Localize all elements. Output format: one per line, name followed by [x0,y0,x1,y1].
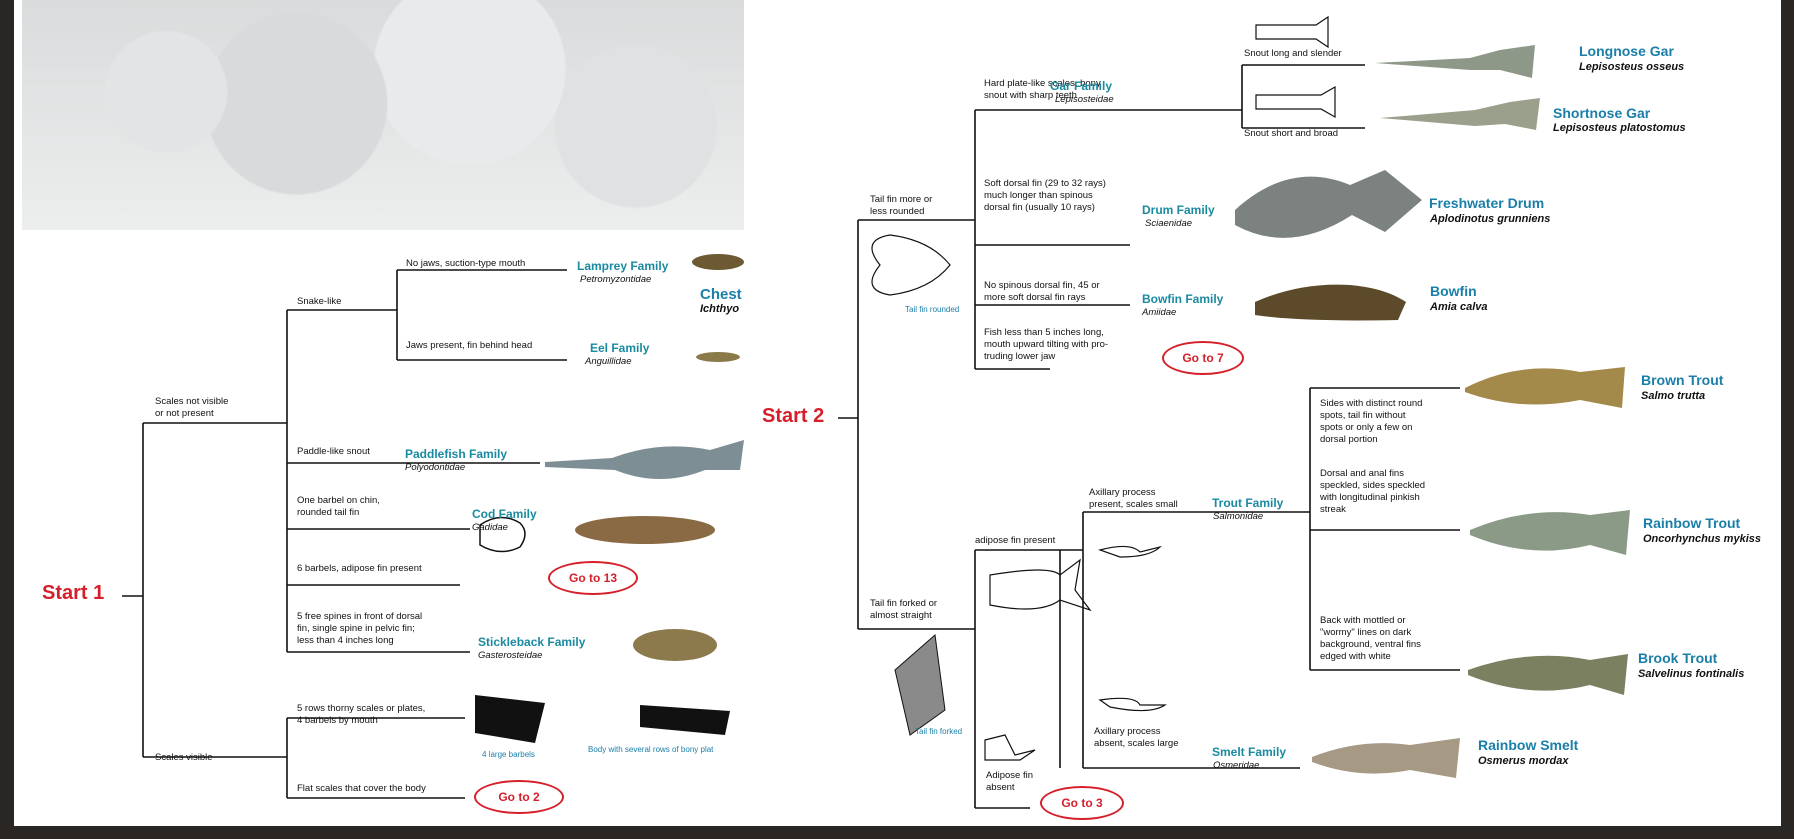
axillary-absent-sketch-icon [1100,698,1165,710]
start2-label: Start 2 [762,405,824,428]
brown-trout-fish-icon [1465,367,1625,408]
eel-fish-icon [696,352,740,362]
sturgeon-head-sketch-icon [475,695,545,743]
fish-illustrations [475,17,1630,778]
large-barbels-note: 4 large barbels [482,750,535,759]
jaws-present-label: Jaws present, fin behind head [406,340,532,352]
adipose-absent-label: Adipose fin absent [986,770,1033,794]
rainbow-smelt-fish-icon [1312,738,1460,778]
longnose-gar-label: Longnose Gar [1579,44,1674,59]
longnose-gar-sci: Lepisosteus osseus [1579,61,1684,73]
paddlefish-family-sci: Polyodontidae [405,462,465,473]
rainbow-trout-sci: Oncorhynchus mykiss [1643,533,1761,545]
smelt-family-sci: Osmeridae [1213,760,1259,771]
freshwater-drum-fish-icon [1235,170,1422,238]
chest-clipped-label: Chest [700,287,742,302]
brook-trout-fish-icon [1468,654,1628,695]
trout-family-label: Trout Family [1212,497,1283,510]
no-jaws-label: No jaws, suction-type mouth [406,258,525,270]
snout-short-label: Snout short and broad [1244,128,1338,140]
no-adipose-sketch-icon [985,735,1035,760]
rainbow-trout-label: Rainbow Trout [1643,516,1740,531]
tail-rounded-label: Tail fin more or less rounded [870,194,932,218]
scales-visible-label: Scales visible [155,752,213,764]
sturgeon-plates-sketch-icon [640,705,730,735]
shortnose-gar-sci: Lepisosteus platostomus [1553,122,1686,134]
lamprey-family-label: Lamprey Family [577,260,668,273]
rainbow-smelt-label: Rainbow Smelt [1478,738,1578,753]
bowfin-sci: Amia calva [1430,301,1487,313]
stickleback-fish-icon [633,629,717,661]
dorsal-anal-label: Dorsal and anal fins speckled, sides spe… [1320,468,1425,516]
trout-family-sci: Salmonidae [1213,511,1263,522]
shortnose-snout-sketch-icon [1256,87,1335,117]
snout-long-label: Snout long and slender [1244,48,1342,60]
five-rows-label: 5 rows thorny scales or plates, 4 barbel… [297,703,425,727]
back-mottled-label: Back with mottled or "wormy" lines on da… [1320,615,1421,663]
shortnose-gar-label: Shortnose Gar [1553,106,1650,121]
goto-3-button[interactable]: Go to 3 [1040,786,1124,820]
paddlefish-family-label: Paddlefish Family [405,448,507,461]
paddlefish-fish-icon [545,440,744,479]
rainbow-trout-fish-icon [1470,510,1630,555]
tail-forked-label: Tail fin forked or almost straight [870,598,937,622]
adipose-fish-sketch-icon [990,560,1090,610]
brook-trout-label: Brook Trout [1638,651,1717,666]
flat-scales-label: Flat scales that cover the body [297,783,426,795]
cod-fish-icon [575,516,715,544]
axillary-present-label: Axillary process present, scales small [1089,487,1178,511]
stickleback-family-sci: Gasterosteidae [478,650,542,661]
brown-trout-sci: Salmo trutta [1641,390,1705,402]
brown-trout-label: Brown Trout [1641,373,1723,388]
tail-rounded-note: Tail fin rounded [905,305,959,314]
stickleback-family-label: Stickleback Family [478,636,585,649]
snake-like-label: Snake-like [297,296,341,308]
one-barbel-label: One barbel on chin, rounded tail fin [297,495,380,519]
connector-lines [122,65,1460,808]
bowfin-family-label: Bowfin Family [1142,293,1223,306]
paddle-snout-label: Paddle-like snout [297,446,370,458]
bowfin-fish-icon [1255,285,1406,321]
lamprey-fish-icon [692,254,744,270]
ichthyo-clipped-label: Ichthyo [700,303,739,315]
cod-family-label: Cod Family [472,508,537,521]
rainbow-smelt-sci: Osmerus mordax [1478,755,1568,767]
less-5-inches-label: Fish less than 5 inches long, mouth upwa… [984,327,1108,363]
freshwater-drum-label: Freshwater Drum [1429,196,1544,211]
axillary-present-sketch-icon [1100,546,1160,557]
gar-family-label: Gar Family [1050,80,1112,93]
bowfin-family-sci: Amiidae [1142,307,1176,318]
brook-trout-sci: Salvelinus fontinalis [1638,668,1744,680]
smelt-family-label: Smelt Family [1212,746,1286,759]
drum-family-sci: Sciaenidae [1145,218,1192,229]
gar-family-sci: Lepisosteidae [1055,94,1114,105]
bony-plates-note: Body with several rows of bony plat [588,745,713,754]
lamprey-family-sci: Petromyzontidae [580,274,651,285]
tail-forked-note: Tail fin forked [915,727,962,736]
soft-dorsal-label: Soft dorsal fin (29 to 32 rays) much lon… [984,178,1106,214]
shortnose-gar-fish-icon [1380,98,1540,130]
eel-family-sci: Anguillidae [585,356,631,367]
axillary-absent-label: Axillary process absent, scales large [1094,726,1179,750]
adipose-present-label: adipose fin present [975,535,1055,547]
goto-13-button[interactable]: Go to 13 [548,561,638,595]
bowfin-label: Bowfin [1430,284,1477,299]
goto-7-button[interactable]: Go to 7 [1162,341,1244,375]
cod-family-sci: Gadidae [472,522,508,533]
no-spines-label: No spinous dorsal fin, 45 or more soft d… [984,280,1100,304]
longnose-snout-sketch-icon [1256,17,1328,47]
eel-family-label: Eel Family [590,342,649,355]
rounded-tail-sketch-icon [872,235,950,295]
start1-label: Start 1 [42,582,104,605]
six-barbels-label: 6 barbels, adipose fin present [297,563,422,575]
freshwater-drum-sci: Aplodinotus grunniens [1430,213,1550,225]
forked-tail-sketch-icon [895,635,945,735]
five-spines-label: 5 free spines in front of dorsal fin, si… [297,611,422,647]
goto-2-button[interactable]: Go to 2 [474,780,564,814]
longnose-gar-fish-icon [1375,45,1535,78]
scales-not-visible-label: Scales not visible or not present [155,396,228,420]
sides-spots-label: Sides with distinct round spots, tail fi… [1320,398,1422,446]
drum-family-label: Drum Family [1142,204,1215,217]
